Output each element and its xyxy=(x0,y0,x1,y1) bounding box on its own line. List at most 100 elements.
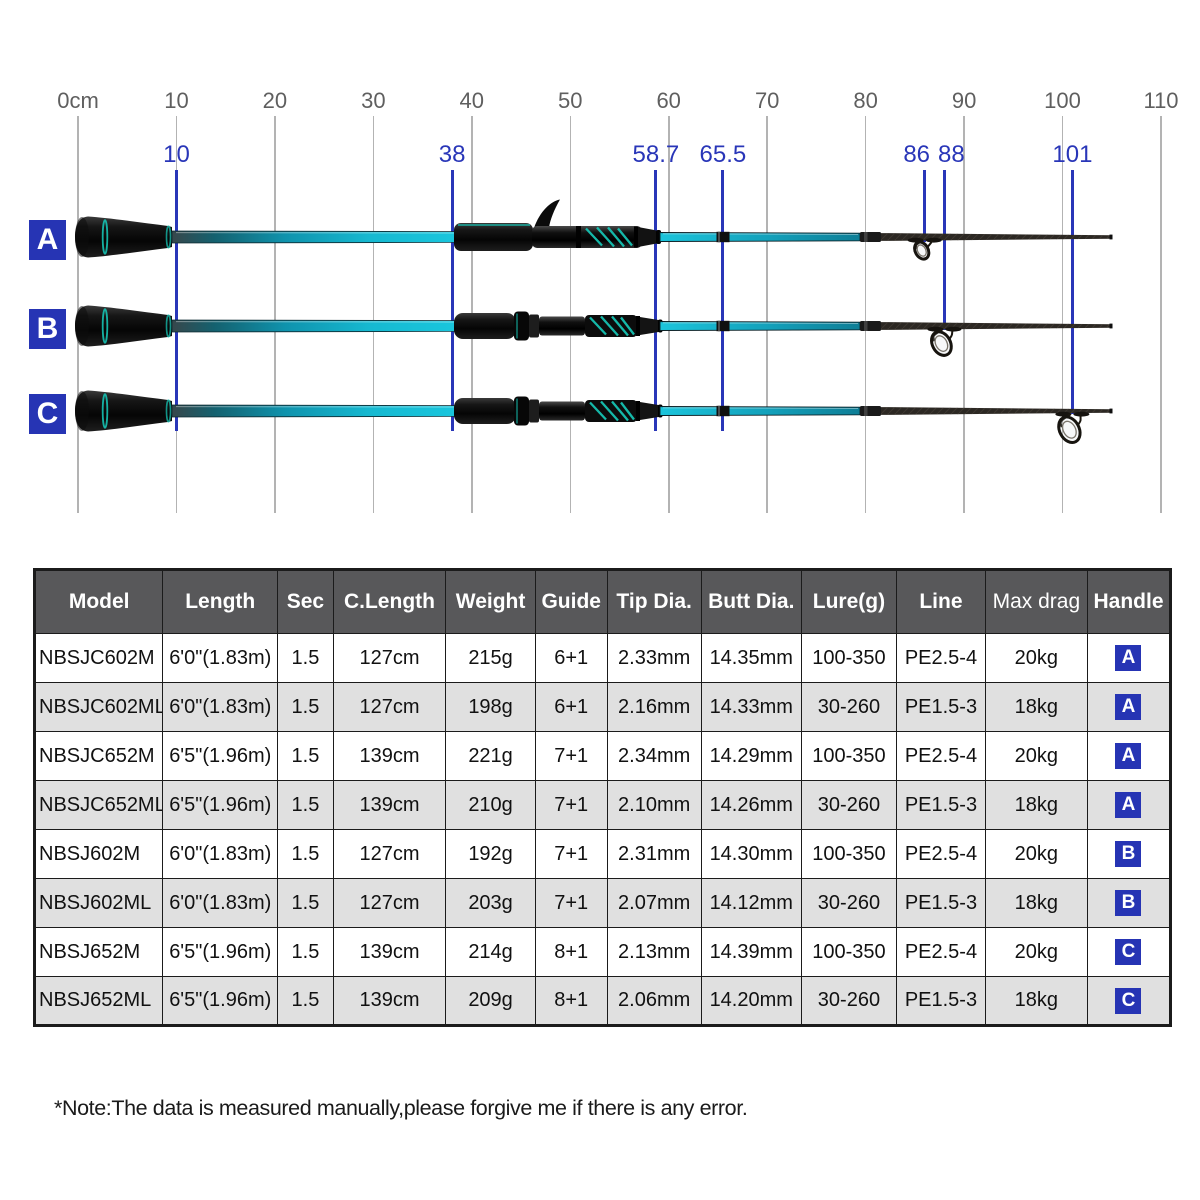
table-cell: 6+1 xyxy=(534,682,608,732)
table-cell: 6'5"(1.96m) xyxy=(162,780,279,830)
table-cell: 198g xyxy=(445,682,536,732)
table-cell: A xyxy=(1086,780,1172,830)
table-cell: A xyxy=(1086,682,1172,732)
table-cell: 18kg xyxy=(984,682,1088,732)
column-header: Butt Dia. xyxy=(700,569,802,634)
table-cell: 1.5 xyxy=(277,829,334,879)
measurement-label: 88 xyxy=(938,141,965,168)
table-cell: 1.5 xyxy=(277,731,334,781)
measurement-line xyxy=(942,170,946,330)
table-cell: 2.34mm xyxy=(606,731,702,781)
table-cell: 203g xyxy=(445,878,536,928)
table-cell: 6'0"(1.83m) xyxy=(162,633,279,683)
note-text: *Note:The data is measured manually,plea… xyxy=(54,1096,748,1120)
table-cell: NBSJC602ML xyxy=(33,682,164,732)
table-cell: 139cm xyxy=(332,780,447,830)
ruler-tick xyxy=(1061,116,1064,513)
table-cell: PE2.5-4 xyxy=(896,829,986,879)
measurement-label: 86 xyxy=(903,141,931,168)
table-cell: 100-350 xyxy=(800,829,898,879)
column-header: Length xyxy=(162,569,279,634)
table-cell: NBSJC652ML xyxy=(33,780,164,830)
table-cell: 6'5"(1.96m) xyxy=(162,976,279,1026)
ruler-tick-label: 0cm xyxy=(57,88,99,113)
table-cell: PE2.5-4 xyxy=(896,927,986,977)
table-cell: 6'5"(1.96m) xyxy=(162,731,279,781)
table-cell: 1.5 xyxy=(277,927,334,977)
table-cell: 2.16mm xyxy=(606,682,702,732)
table-cell: 7+1 xyxy=(534,878,608,928)
table-cell: NBSJ602M xyxy=(33,829,164,879)
column-header: Handle xyxy=(1086,569,1172,634)
ruler-tick xyxy=(1160,116,1162,513)
table-cell: 18kg xyxy=(984,878,1088,928)
table-cell: A xyxy=(1086,731,1172,781)
measurement-label: 65.5 xyxy=(699,141,747,168)
table-cell: 2.33mm xyxy=(606,633,702,683)
table-cell: 2.07mm xyxy=(606,878,702,928)
table-cell: 221g xyxy=(445,731,536,781)
measurement-line xyxy=(923,170,927,242)
column-header: Sec xyxy=(277,569,334,634)
measurement-label: 58.7 xyxy=(632,141,680,168)
ruler-tick xyxy=(963,116,965,513)
table-cell: PE1.5-3 xyxy=(896,976,986,1026)
column-header: Weight xyxy=(445,569,536,634)
table-cell: 1.5 xyxy=(277,976,334,1026)
table-cell: 100-350 xyxy=(800,927,898,977)
table-cell: 14.20mm xyxy=(700,976,802,1026)
handle-badge: B xyxy=(1115,890,1142,916)
table-cell: 14.33mm xyxy=(700,682,802,732)
table-cell: 214g xyxy=(445,927,536,977)
handle-badge: A xyxy=(1115,743,1142,769)
table-cell: 209g xyxy=(445,976,536,1026)
table-cell: NBSJ652ML xyxy=(33,976,164,1026)
table-cell: 6'5"(1.96m) xyxy=(162,927,279,977)
table-cell: 6'0"(1.83m) xyxy=(162,829,279,879)
ruler-tick-label: 110 xyxy=(1143,88,1179,113)
rod-label-badge-a: A xyxy=(29,220,66,260)
table-cell: 14.39mm xyxy=(700,927,802,977)
table-cell: 7+1 xyxy=(534,731,608,781)
table-cell: NBSJC652M xyxy=(33,731,164,781)
table-cell: 20kg xyxy=(984,731,1088,781)
column-header: C.Length xyxy=(332,569,447,634)
table-cell: 139cm xyxy=(332,927,447,977)
table-cell: 127cm xyxy=(332,878,447,928)
table-cell: 8+1 xyxy=(534,976,608,1026)
table-cell: 14.35mm xyxy=(700,633,802,683)
table-cell: 14.12mm xyxy=(700,878,802,928)
table-cell: 1.5 xyxy=(277,633,334,683)
table-cell: 14.29mm xyxy=(700,731,802,781)
table-cell: PE2.5-4 xyxy=(896,731,986,781)
table-cell: 127cm xyxy=(332,682,447,732)
ruler-tick-label: 90 xyxy=(951,88,977,113)
measurement-line xyxy=(1070,170,1074,414)
table-cell: 215g xyxy=(445,633,536,683)
table-cell: 2.31mm xyxy=(606,829,702,879)
measurement-line xyxy=(450,170,454,431)
table-cell: 192g xyxy=(445,829,536,879)
ruler-tick xyxy=(372,116,375,513)
ruler-tick-label: 60 xyxy=(656,88,681,113)
table-cell: 7+1 xyxy=(534,829,608,879)
table-cell: 14.30mm xyxy=(700,829,802,879)
table-cell: 14.26mm xyxy=(700,780,802,830)
ruler-tick-label: 100 xyxy=(1044,88,1081,113)
rod-b-illustration xyxy=(75,305,1113,357)
ruler-tick-label: 30 xyxy=(361,88,386,113)
column-header: Tip Dia. xyxy=(606,569,702,634)
column-header: Guide xyxy=(534,569,608,634)
measurement-label: 10 xyxy=(163,141,190,168)
column-header: Model xyxy=(33,569,164,634)
